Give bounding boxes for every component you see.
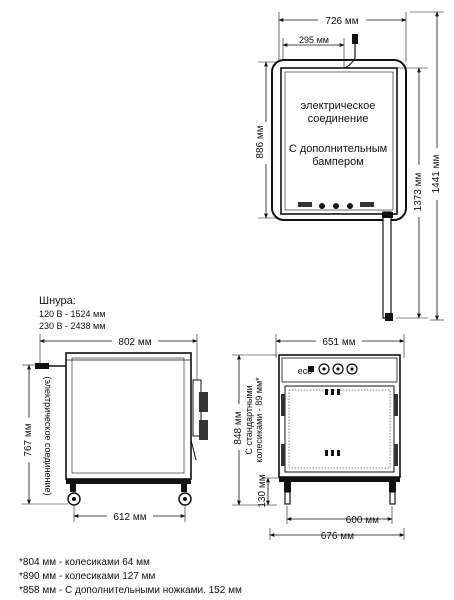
caster-note-line1: С стандартными xyxy=(244,385,254,454)
width-802-label: 802 мм xyxy=(118,337,151,348)
top-view: 726 мм 295 мм электрическое сое xyxy=(254,11,444,321)
height-848-label: 848 мм xyxy=(233,411,244,444)
depth-1373-label: 1373 мм xyxy=(413,172,424,211)
side-view: 802 мм 767 мм (электр xyxy=(20,334,208,523)
front-casters xyxy=(284,482,396,505)
bumper-label-line1: С дополнительным xyxy=(289,143,387,155)
door-vents xyxy=(325,389,340,456)
wheelbase-600-label: 600 мм xyxy=(346,515,379,526)
side-casters xyxy=(67,484,192,506)
overall-width-676-label: 676 мм xyxy=(321,531,354,542)
footnote-1: *804 мм - колесиками 64 мм xyxy=(19,557,150,568)
cabinet-top-body xyxy=(280,67,398,215)
bumper-outline xyxy=(271,59,407,221)
wheelbase-612-label: 612 мм xyxy=(113,512,146,523)
electrical-label-line1: электрическое xyxy=(301,100,376,112)
cord-line-230v: 230 В - 2438 мм xyxy=(39,321,105,331)
cord-lengths-note: Шнура: 120 В - 1524 мм 230 В - 2438 мм xyxy=(39,295,105,331)
handle-bar xyxy=(382,211,392,319)
caster-note-line2: колесиками - 89 мм* xyxy=(254,377,264,463)
front-view: 651 мм eco xyxy=(230,334,405,542)
electrical-label-line2: соединение xyxy=(308,113,369,125)
footnote-3: *858 мм - С дополнительными ножками. 152… xyxy=(19,585,242,596)
panel-logo: eco xyxy=(298,366,313,376)
cord-title: Шнура: xyxy=(39,295,76,307)
control-panel xyxy=(281,357,398,383)
footnotes: *804 мм - колесиками 64 мм *890 мм - кол… xyxy=(19,557,242,596)
bumper-label-line2: бампером xyxy=(312,156,364,168)
cord-offset-295-label: 295 мм xyxy=(299,35,329,45)
depth-886-label: 886 мм xyxy=(255,125,266,158)
width-726-label: 726 мм xyxy=(325,16,358,27)
height-767-label: 767 мм xyxy=(23,423,34,456)
top-view-controls xyxy=(298,202,374,209)
control-knobs xyxy=(318,363,358,375)
cord-line-120v: 120 В - 1524 мм xyxy=(39,309,105,319)
clearance-130-label: 130 мм xyxy=(257,474,268,507)
width-651-label: 651 мм xyxy=(322,337,355,348)
electrical-vertical-note: (электрическое соединение) xyxy=(43,376,53,495)
door-window xyxy=(288,389,391,469)
depth-1441-label: 1441 мм xyxy=(431,154,442,193)
footnote-2: *890 мм - колесиками 127 мм xyxy=(19,571,156,582)
side-plug-icon xyxy=(35,363,66,369)
cabinet-side-body xyxy=(65,352,192,480)
power-plug-icon xyxy=(344,34,358,69)
front-door xyxy=(284,385,395,473)
